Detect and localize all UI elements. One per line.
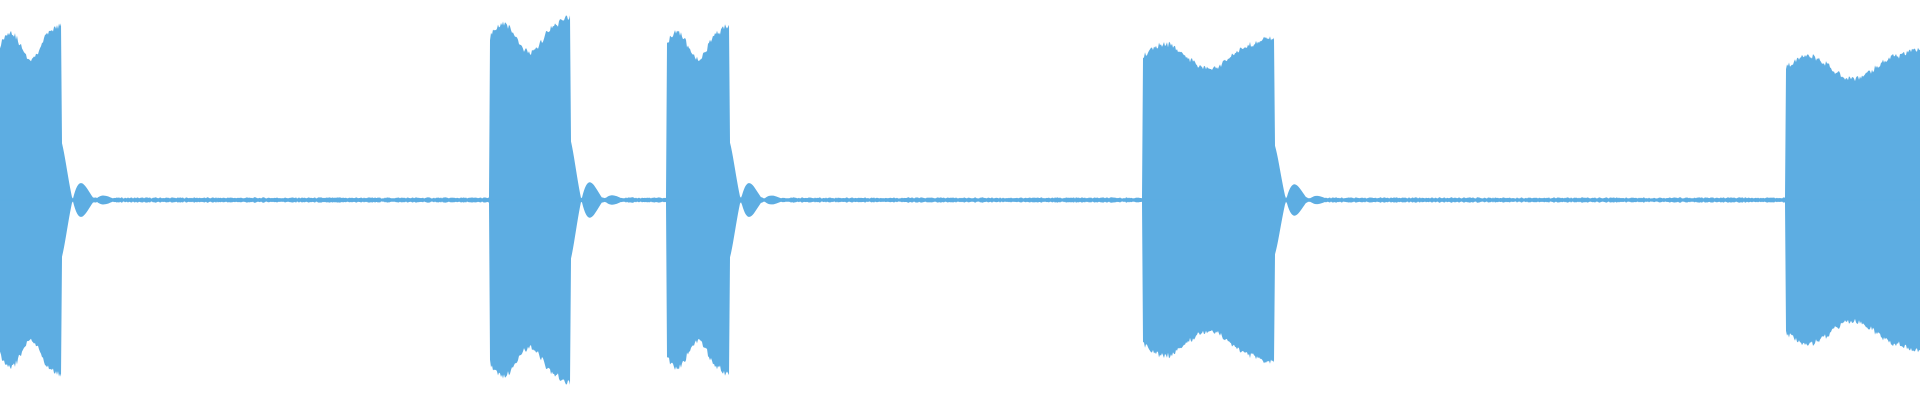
waveform-canvas xyxy=(0,15,1920,385)
